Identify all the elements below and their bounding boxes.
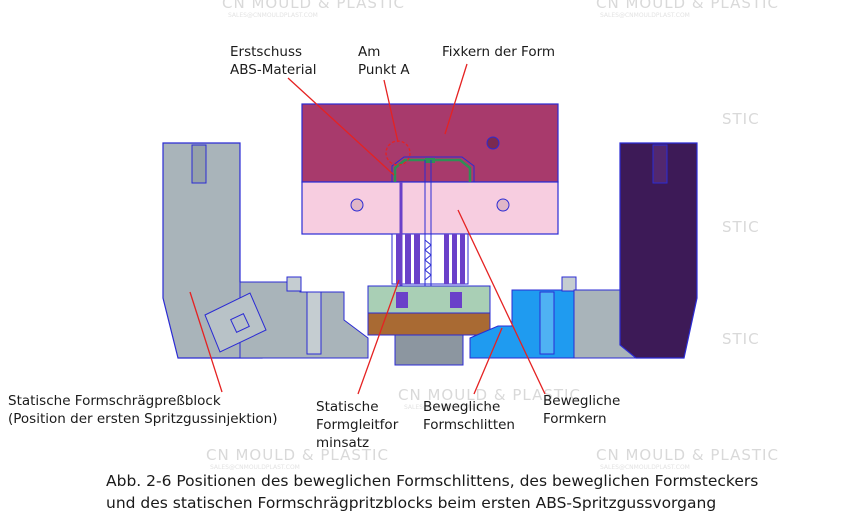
insert-square-left — [230, 313, 250, 333]
gate — [425, 158, 435, 163]
leader-lines — [189, 63, 546, 395]
label-fixed-core: Fixkern der Form — [442, 44, 556, 60]
watermark-sub: SALES@CNMOULDPLAST.COM — [600, 464, 690, 471]
watermark-partial: STIC — [722, 218, 760, 236]
label-first-shot: Erstschuss ABS-Material — [230, 44, 317, 78]
label-moving-core: Bewegliche Formkern — [543, 393, 621, 427]
bolt-hole — [496, 198, 510, 212]
watermark: CN MOULD & PLASTIC — [596, 446, 779, 464]
watermark-sub: SALES@CNMOULDPLAST.COM — [210, 464, 300, 471]
bolt-hole — [486, 136, 500, 150]
caption-line-2: und des statischen Formschrägpritzblocks… — [106, 494, 717, 512]
bolt-hole — [350, 198, 364, 212]
label-moving-slider: Bewegliche Formschlitten — [423, 399, 515, 433]
watermark: CN MOULD & PLASTIC — [222, 0, 405, 12]
angled-insert-left — [204, 292, 267, 353]
watermark-partial: STIC — [722, 330, 760, 348]
guide-pin-left — [306, 291, 322, 355]
guide-plate — [367, 285, 491, 314]
cavity-outline — [391, 156, 475, 182]
label-static-slide-insert: Statische Formgleitfor minsatz — [316, 399, 399, 451]
fixed-core — [301, 103, 559, 183]
label-static-wedge-block: Statische Formschrägpreßblock (Position … — [8, 393, 278, 427]
watermark: CN MOULD & PLASTIC — [596, 0, 779, 12]
figure-caption: Abb. 2-6 Positionen des beweglichen Form… — [106, 470, 826, 514]
watermark-partial: STIC — [722, 110, 760, 128]
bolt-right — [561, 276, 577, 292]
watermark-sub: SALES@CNMOULDPLAST.COM — [228, 12, 318, 19]
caption-line-1: Abb. 2-6 Positionen des beweglichen Form… — [106, 472, 759, 490]
guide-pin-right — [539, 291, 555, 355]
watermark: CN MOULD & PLASTIC — [398, 386, 581, 404]
watermark-sub: SALES@CNMOULDPLAST.COM — [404, 404, 494, 411]
wedge-block-right — [619, 142, 698, 359]
moving-core — [301, 181, 559, 235]
base-block — [394, 334, 464, 366]
bolt-slot — [191, 144, 207, 184]
bolt-left — [286, 276, 302, 292]
watermark: CN MOULD & PLASTIC — [206, 446, 389, 464]
watermark-sub: SALES@CNMOULDPLAST.COM — [600, 12, 690, 19]
label-point-a: Am Punkt A — [358, 44, 410, 78]
bolt-slot — [652, 144, 668, 184]
